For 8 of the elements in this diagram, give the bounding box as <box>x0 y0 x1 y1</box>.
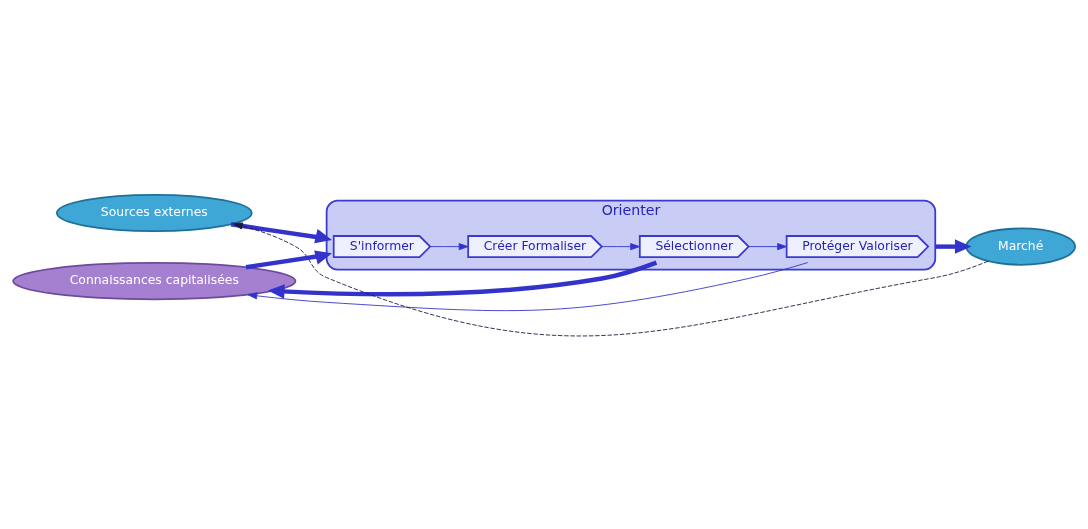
arrow <box>233 221 989 336</box>
arrow <box>429 242 469 250</box>
arrow <box>245 250 332 269</box>
arrow <box>748 242 787 250</box>
arrow <box>601 242 640 250</box>
arrow <box>935 238 972 254</box>
arrow <box>230 221 332 243</box>
node-ellipse: Marché <box>965 227 1076 266</box>
